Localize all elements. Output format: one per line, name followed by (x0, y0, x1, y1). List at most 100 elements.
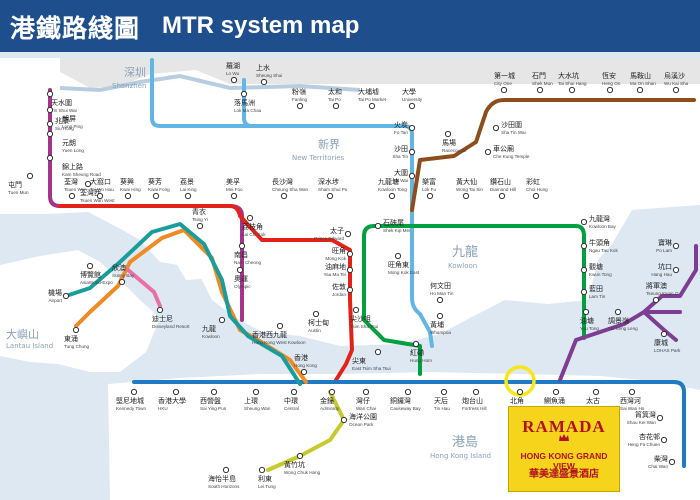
line-tsuen-wan[interactable] (58, 204, 354, 382)
station-marker[interactable] (580, 288, 588, 296)
station-marker[interactable] (536, 86, 544, 94)
station-marker[interactable] (230, 76, 238, 84)
station-marker[interactable] (532, 192, 540, 200)
station-marker[interactable] (230, 192, 238, 200)
station-marker[interactable] (210, 388, 218, 396)
station-marker[interactable] (636, 86, 644, 94)
station-marker[interactable] (500, 86, 508, 94)
station-marker[interactable] (668, 458, 676, 466)
station-marker[interactable] (260, 78, 268, 86)
station-marker[interactable] (582, 308, 590, 316)
station-marker[interactable] (374, 348, 382, 356)
station-marker[interactable] (346, 250, 354, 258)
station-marker[interactable] (218, 316, 226, 324)
station-marker[interactable] (46, 120, 54, 128)
line-disneyland[interactable] (126, 268, 162, 308)
station-marker[interactable] (258, 466, 266, 474)
station-marker[interactable] (568, 86, 576, 94)
station-marker[interactable] (96, 192, 104, 200)
station-marker[interactable] (552, 388, 560, 396)
station-marker[interactable] (172, 388, 180, 396)
station-marker[interactable] (472, 388, 480, 396)
station-marker[interactable] (72, 326, 80, 334)
station-marker[interactable] (408, 172, 416, 180)
station-marker[interactable] (412, 340, 420, 348)
station-marker[interactable] (280, 192, 288, 200)
station-marker[interactable] (332, 102, 340, 110)
station-marker[interactable] (296, 102, 304, 110)
station-marker[interactable] (62, 292, 70, 300)
station-marker[interactable] (222, 466, 230, 474)
station-marker[interactable] (436, 312, 444, 320)
station-marker[interactable] (46, 130, 54, 138)
station-marker[interactable] (68, 192, 76, 200)
station-marker[interactable] (660, 436, 668, 444)
station-marker[interactable] (86, 262, 94, 270)
station-marker[interactable] (296, 452, 304, 460)
station-marker[interactable] (46, 106, 54, 114)
station-marker[interactable] (672, 266, 680, 274)
station-marker[interactable] (238, 242, 246, 250)
station-marker[interactable] (240, 90, 248, 98)
station-marker[interactable] (440, 388, 448, 396)
station-marker[interactable] (394, 252, 402, 260)
station-marker[interactable] (614, 308, 622, 316)
station-marker[interactable] (498, 192, 506, 200)
station-marker[interactable] (606, 86, 614, 94)
station-marker[interactable] (444, 130, 452, 138)
station-marker[interactable] (184, 192, 192, 200)
station-marker[interactable] (462, 192, 470, 200)
line-kwun-tong[interactable] (362, 224, 586, 376)
station-marker[interactable] (374, 222, 382, 230)
station-marker[interactable] (300, 368, 308, 376)
station-marker[interactable] (368, 102, 376, 110)
station-marker[interactable] (672, 86, 680, 94)
station-marker[interactable] (196, 222, 204, 230)
station-marker[interactable] (408, 148, 416, 156)
